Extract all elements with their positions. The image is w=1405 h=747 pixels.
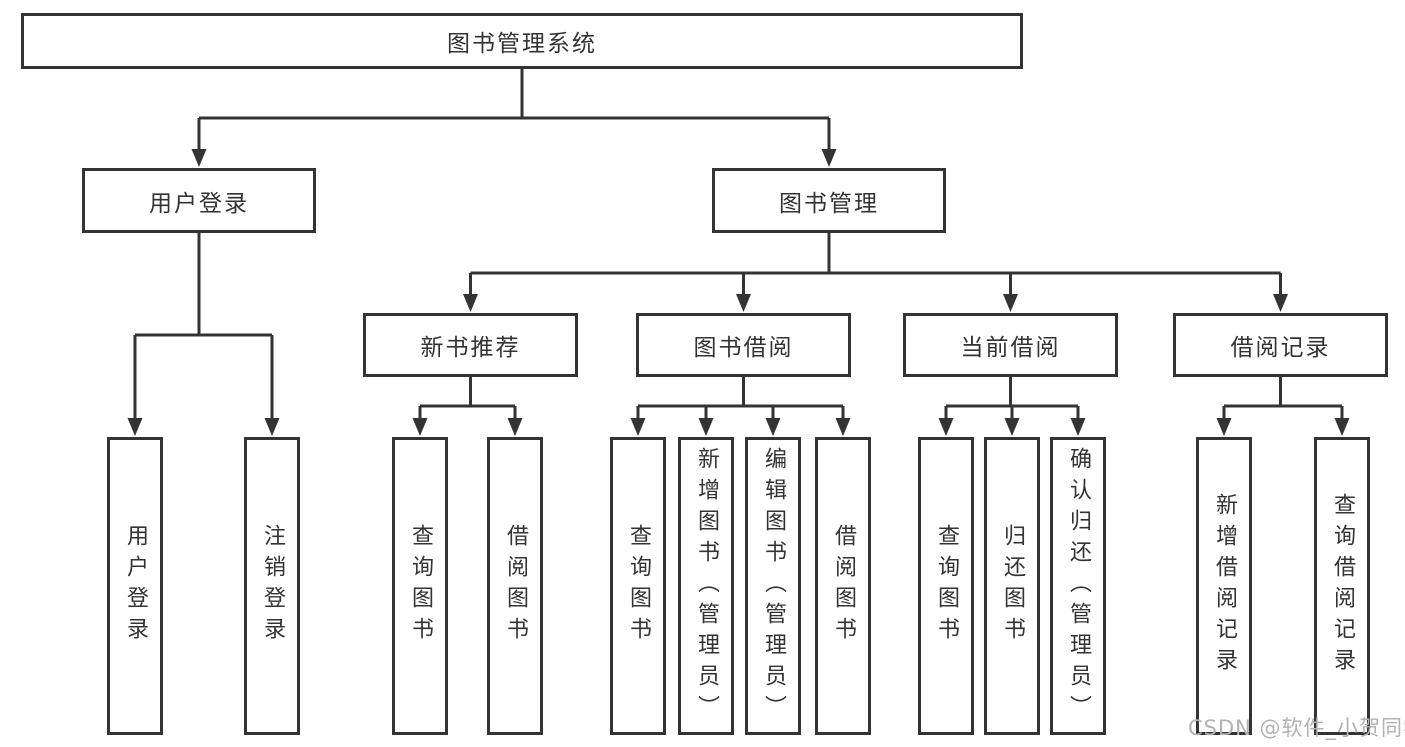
- node-book-borrow: 图书借阅: [636, 313, 851, 377]
- node-borrow-records: 借阅记录: [1173, 313, 1388, 377]
- leaf-add-books-admin-label: 新增图书（管理员）: [694, 446, 719, 726]
- leaf-user-login: 用户登录: [107, 437, 163, 735]
- leaf-borrow-books-recommend-label: 借阅图书: [503, 524, 528, 648]
- leaf-edit-books-admin: 编辑图书（管理员）: [745, 437, 801, 735]
- leaf-query-books-current-label: 查询图书: [934, 524, 959, 648]
- node-root-system: 图书管理系统: [21, 13, 1023, 69]
- leaf-add-borrow-record: 新增借阅记录: [1196, 437, 1252, 735]
- leaf-logout-login: 注销登录: [244, 437, 300, 735]
- node-user-login: 用户登录: [82, 168, 316, 233]
- leaf-add-borrow-record-label: 新增借阅记录: [1212, 493, 1237, 679]
- node-new-book-recommend: 新书推荐: [363, 313, 578, 377]
- csdn-watermark: CSDN @软件_小贺同学: [1188, 716, 1405, 740]
- leaf-query-books-current: 查询图书: [918, 437, 974, 735]
- leaf-confirm-return-admin-label: 确认归还（管理员）: [1066, 446, 1091, 726]
- leaf-borrow-books-label: 借阅图书: [831, 524, 856, 648]
- leaf-query-borrow-record: 查询借阅记录: [1314, 437, 1370, 735]
- leaf-add-books-admin: 新增图书（管理员）: [678, 437, 734, 735]
- leaf-query-books-recommend-label: 查询图书: [408, 524, 433, 648]
- node-book-management: 图书管理: [712, 168, 946, 233]
- leaf-return-books-label: 归还图书: [1000, 524, 1025, 648]
- leaf-user-login-label: 用户登录: [123, 524, 148, 648]
- leaf-edit-books-admin-label: 编辑图书（管理员）: [761, 446, 786, 726]
- leaf-query-books-borrow: 查询图书: [610, 437, 666, 735]
- leaf-logout-login-label: 注销登录: [260, 524, 285, 648]
- node-current-borrow: 当前借阅: [903, 313, 1118, 377]
- leaf-borrow-books: 借阅图书: [815, 437, 871, 735]
- leaf-borrow-books-recommend: 借阅图书: [487, 437, 543, 735]
- leaf-query-borrow-record-label: 查询借阅记录: [1330, 493, 1355, 679]
- leaf-return-books: 归还图书: [984, 437, 1040, 735]
- arrowheads: [127, 149, 1350, 436]
- leaf-confirm-return-admin: 确认归还（管理员）: [1050, 437, 1106, 735]
- leaf-query-books-borrow-label: 查询图书: [626, 524, 651, 648]
- leaf-query-books-recommend: 查询图书: [392, 437, 448, 735]
